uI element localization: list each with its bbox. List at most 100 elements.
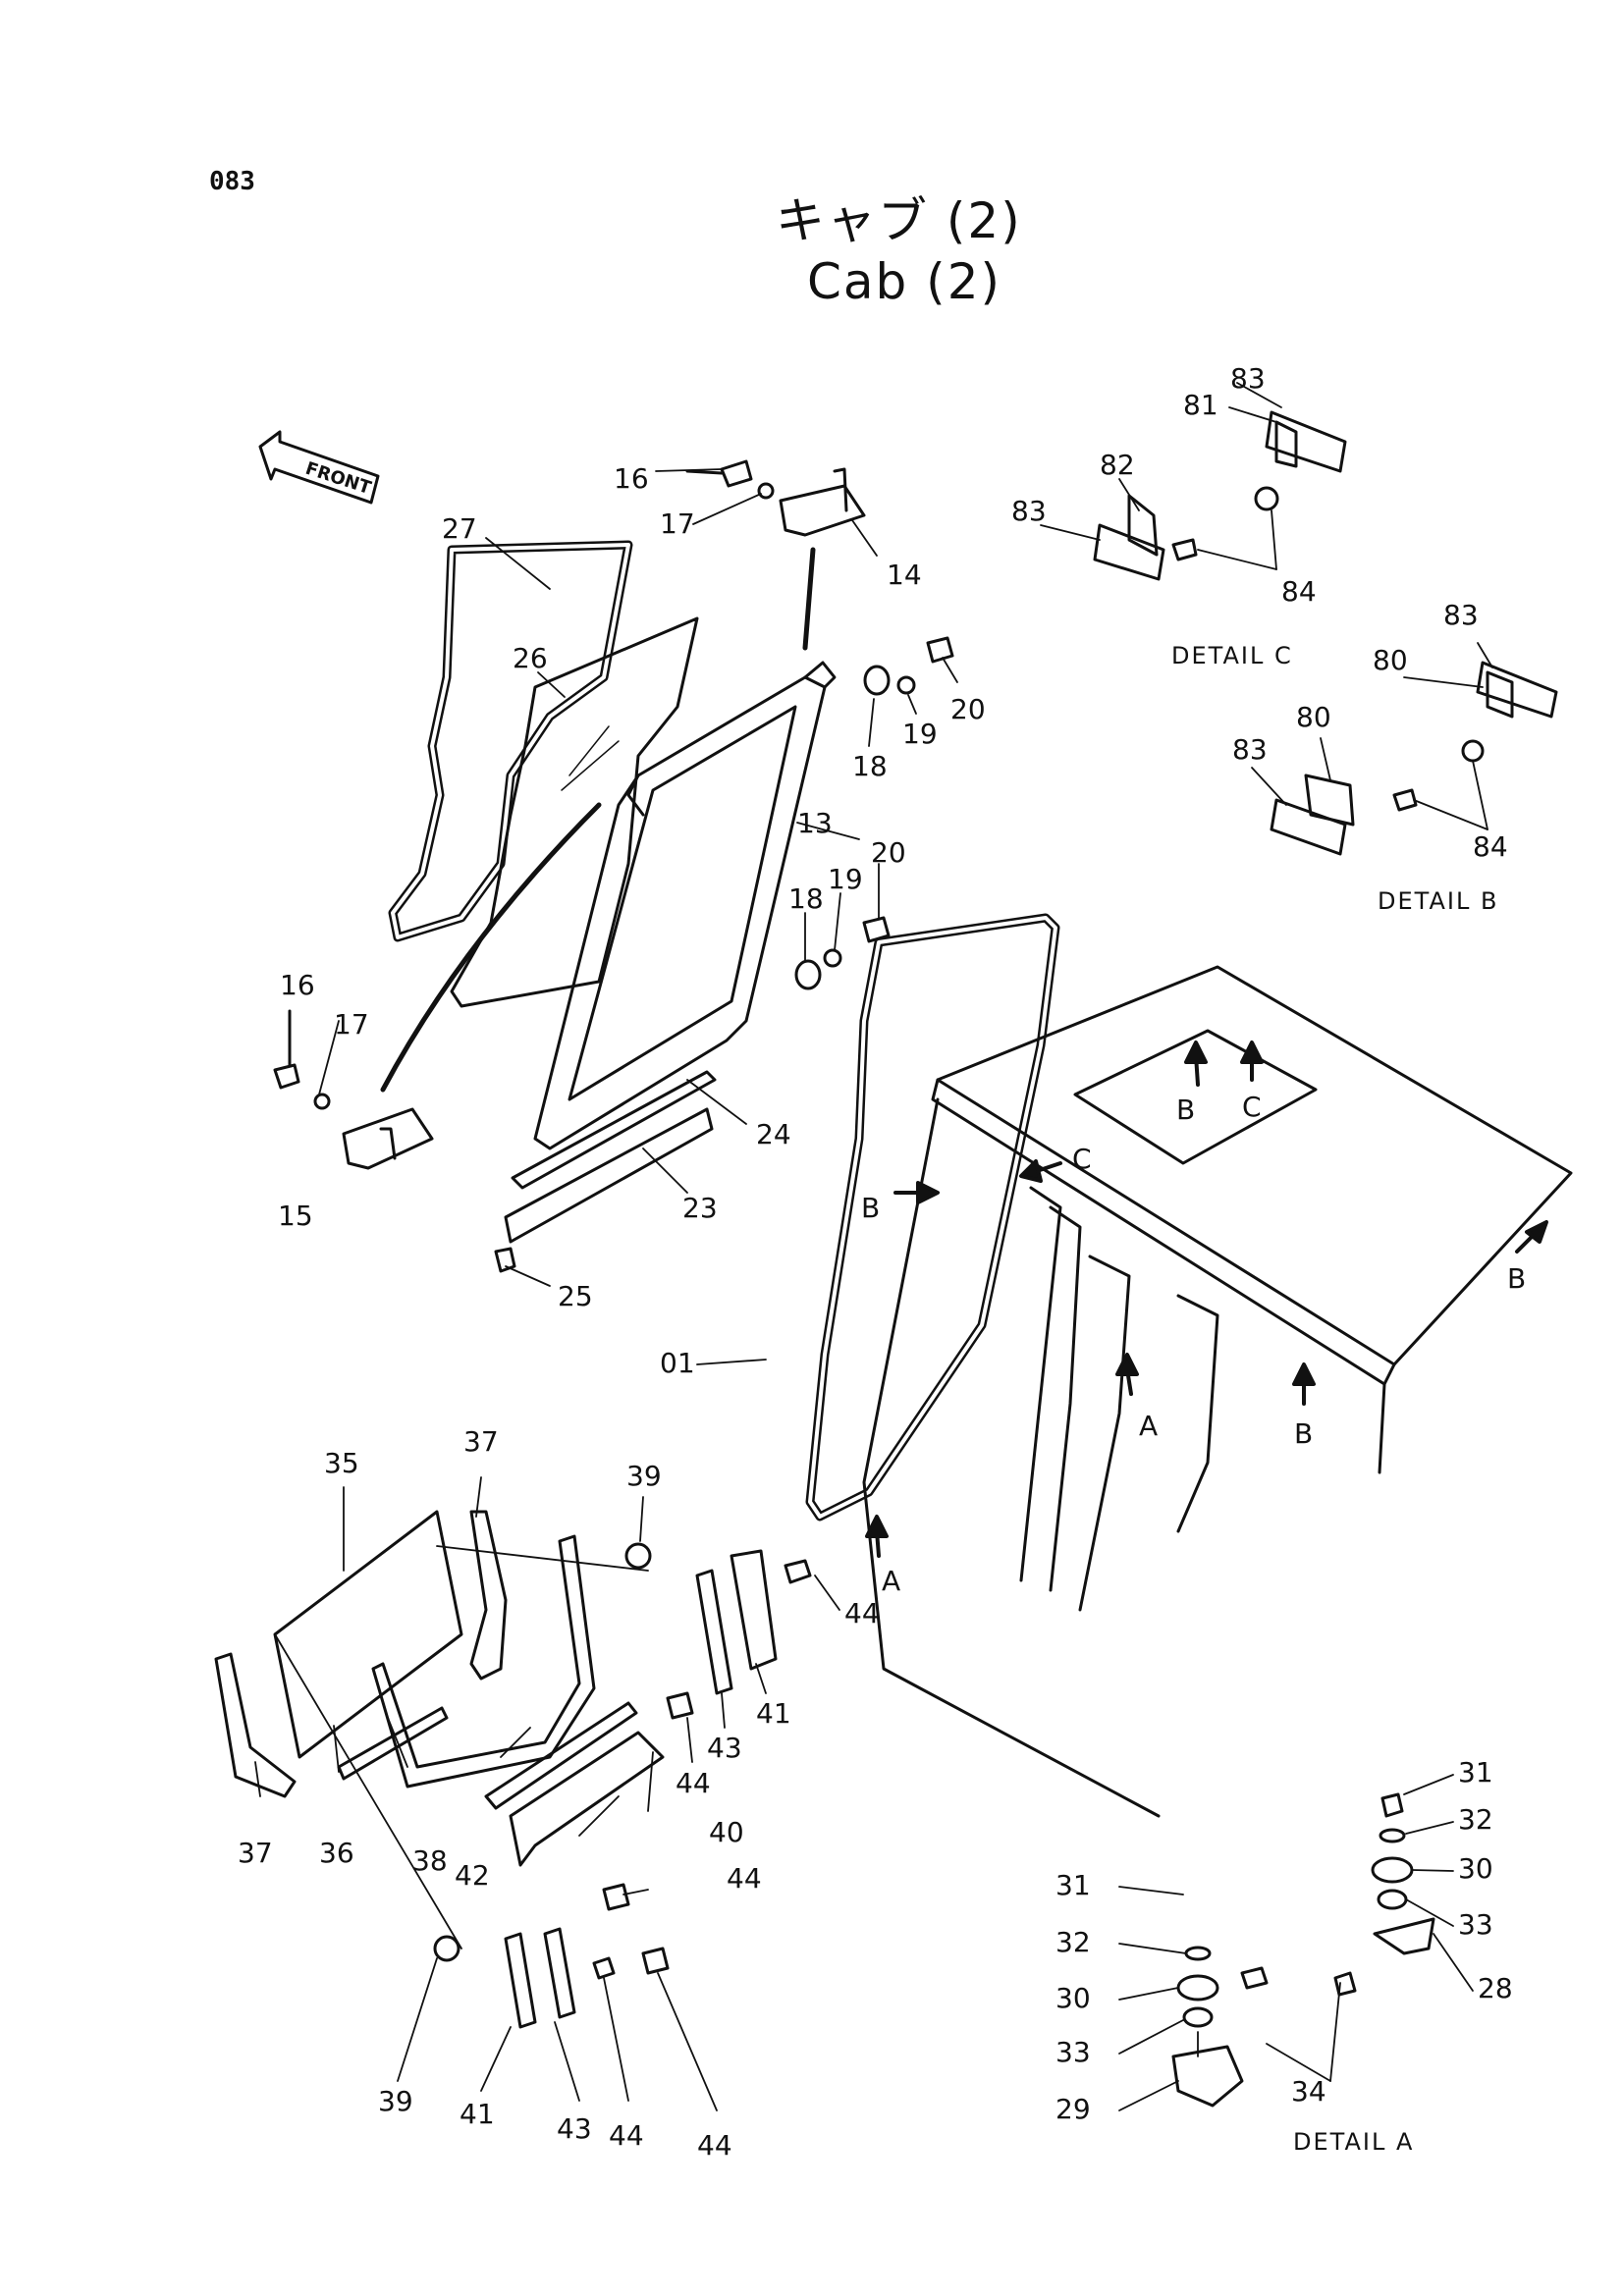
- label-23: 25: [558, 1280, 593, 1312]
- view-marker-letters: B C C B B A B A: [861, 1091, 1526, 1597]
- detail-a-assembly: [1118, 1774, 1474, 2111]
- bolt-16-top: [685, 459, 753, 488]
- detail-a-label: DETAIL A: [1293, 2128, 1415, 2156]
- latch-14: [779, 467, 866, 651]
- label-43: 44: [844, 1597, 880, 1629]
- label-24: 26: [513, 642, 548, 674]
- sash-frame-13: [533, 661, 837, 1150]
- bolt-43-bottom: [592, 1956, 616, 1980]
- svg-text:B: B: [1294, 1417, 1313, 1450]
- label-84: 84: [1473, 830, 1508, 863]
- label-35: 37: [238, 1837, 273, 1869]
- label-16: 16: [614, 462, 649, 495]
- label-44: 44: [697, 2129, 732, 2162]
- screw-23: [494, 1247, 516, 1273]
- label-41: 42: [455, 1859, 490, 1892]
- svg-text:A: A: [882, 1565, 900, 1597]
- washer-17-bottom: [313, 1093, 331, 1110]
- strip-42-bottom: [543, 1927, 576, 2019]
- view-arrows: [865, 1041, 1548, 1558]
- page-code: 083: [209, 167, 255, 196]
- label-31: 33: [1458, 1908, 1493, 1941]
- label-13: 13: [797, 807, 833, 839]
- label-83: 83: [1232, 733, 1268, 766]
- bolt-44-bottom: [641, 1947, 670, 1975]
- strip-35-left: [214, 1652, 297, 1798]
- svg-text:B: B: [861, 1192, 880, 1224]
- label-42: 43: [707, 1732, 742, 1764]
- label-17: 17: [334, 1008, 369, 1041]
- label-28: 30: [1458, 1852, 1493, 1885]
- latch-15: [342, 802, 602, 1170]
- label-30: 32: [1458, 1803, 1493, 1836]
- rail-22: [511, 1070, 717, 1190]
- washer-19-mid: [823, 948, 842, 968]
- label-83: 83: [1011, 495, 1047, 527]
- bushing-18-mid: [794, 959, 822, 990]
- bracket-38: [509, 1731, 665, 1867]
- bolt-43-top: [784, 1559, 812, 1584]
- strip-35-right: [469, 1510, 508, 1681]
- label-39: 41: [756, 1697, 791, 1730]
- glass-pane-24: [450, 616, 699, 1008]
- svg-text:A: A: [1139, 1410, 1158, 1442]
- label-18: 18: [852, 750, 888, 782]
- label-34: 36: [319, 1837, 354, 1869]
- strip-36: [371, 1534, 596, 1789]
- label-84: 84: [1281, 575, 1317, 608]
- label-82: 82: [1100, 449, 1135, 481]
- label-01: 01: [660, 1347, 695, 1379]
- bracket-40: [504, 1932, 537, 2029]
- svg-text:B: B: [1507, 1262, 1526, 1295]
- label-20: 20: [871, 836, 906, 869]
- label-81: 81: [1183, 389, 1218, 421]
- washer-19-top: [896, 675, 916, 695]
- label-83: 83: [1230, 362, 1266, 395]
- label-21: 23: [682, 1192, 718, 1224]
- label-22: 24: [756, 1118, 791, 1150]
- label-29: 31: [1458, 1756, 1493, 1789]
- title-japanese: キャブ (2): [776, 192, 1022, 249]
- leader-lines: [254, 468, 958, 2111]
- label-33: 35: [324, 1447, 359, 1479]
- label-19: 19: [828, 863, 863, 895]
- panel-33: [273, 1510, 463, 1759]
- label-42: 43: [557, 2112, 592, 2145]
- label-35: 37: [463, 1425, 499, 1458]
- part-labels: 83 81 82 83 84 83 80 80 83 84 16 17 14 2…: [238, 362, 1513, 2162]
- label-80: 80: [1296, 701, 1331, 733]
- front-arrow-icon: [258, 430, 380, 505]
- label-36: 38: [412, 1844, 448, 1877]
- bolt-20-top: [926, 636, 954, 664]
- label-14: 14: [887, 559, 922, 591]
- label-30: 32: [1055, 1926, 1091, 1958]
- door-seal-01: [805, 913, 1060, 1522]
- title-english: Cab (2): [807, 253, 1002, 310]
- label-25: 27: [442, 512, 477, 545]
- strip-34: [337, 1706, 449, 1781]
- label-15: 15: [278, 1200, 313, 1232]
- bushing-18-top: [863, 665, 891, 696]
- label-20: 20: [950, 693, 986, 725]
- label-17: 17: [660, 507, 695, 540]
- label-37: 39: [378, 2085, 413, 2117]
- strip-42-top: [695, 1569, 733, 1695]
- label-40: 41: [460, 2098, 495, 2130]
- label-31: 33: [1055, 2036, 1091, 2068]
- bolt-16-bottom: [273, 1009, 300, 1090]
- label-28: 30: [1055, 1982, 1091, 2014]
- label-16: 16: [280, 969, 315, 1001]
- label-29: 31: [1055, 1869, 1091, 1901]
- svg-text:C: C: [1072, 1143, 1092, 1175]
- bracket-39: [730, 1549, 778, 1671]
- bolt-44-mid: [602, 1883, 630, 1911]
- label-38: 40: [709, 1816, 744, 1848]
- label-32: 34: [1291, 2075, 1326, 2108]
- svg-text:B: B: [1176, 1094, 1195, 1126]
- detail-c-label: DETAIL C: [1171, 642, 1293, 669]
- bolt-44-top: [666, 1691, 694, 1720]
- window-seal-25: [388, 540, 633, 942]
- label-83: 83: [1443, 599, 1479, 631]
